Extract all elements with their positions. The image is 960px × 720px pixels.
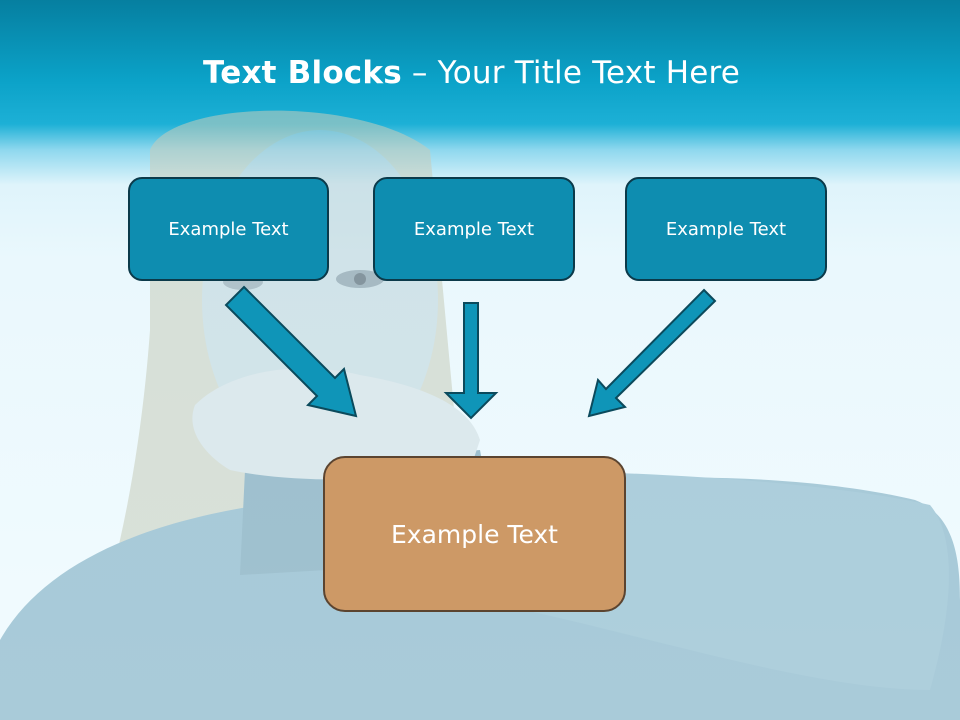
text-box-top-right[interactable]: Example Text: [625, 177, 827, 281]
arrow-down-left: [587, 288, 717, 418]
text-box-top-left[interactable]: Example Text: [128, 177, 329, 281]
arrow-down: [443, 302, 499, 420]
title-bold: Text Blocks: [203, 55, 402, 91]
text-box-top-left-label: Example Text: [168, 218, 289, 240]
text-box-top-right-label: Example Text: [665, 218, 787, 240]
title-separator: –: [401, 55, 438, 91]
text-box-top-center[interactable]: Example Text: [373, 177, 575, 281]
text-box-top-center-label: Example Text: [413, 218, 535, 240]
arrow-down-right: [224, 285, 358, 418]
text-box-bottom-label: Example Text: [391, 519, 558, 549]
title-rest: Your Title Text Here: [437, 55, 741, 91]
slide-title: Text Blocks – Your Title Text Here: [203, 55, 740, 91]
text-box-bottom[interactable]: Example Text: [323, 456, 626, 612]
